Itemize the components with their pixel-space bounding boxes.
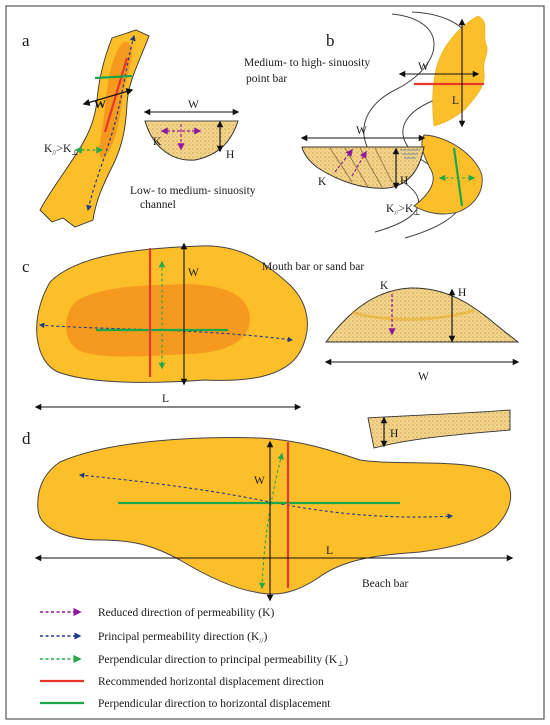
panel-b-anisotropy: K//>K⊥ <box>386 203 420 217</box>
panel-d-plan-w: W <box>254 475 265 487</box>
panel-c-section-w: W <box>418 371 429 383</box>
panel-c-section-k: K <box>380 280 389 292</box>
panel-a-section-w: W <box>188 99 199 111</box>
panel-d: d H W L Beach bar <box>22 409 514 602</box>
legend-text-recommended: Recommended horizontal displacement dire… <box>98 676 324 688</box>
panel-b-section-water <box>400 149 420 159</box>
legend-text-perpendicular-perm: Perpendicular direction to principal per… <box>98 654 348 668</box>
panel-a-section-h: H <box>226 149 234 161</box>
panel-c-caption: Mouth bar or sand bar <box>262 261 364 273</box>
panel-a-anisotropy: K//>K⊥ <box>44 143 78 157</box>
panel-b-letter: b <box>326 31 335 50</box>
panel-c-bar-core <box>66 284 250 357</box>
panel-a-w-label: W <box>94 97 106 111</box>
panel-b-plan-w: W <box>418 61 429 73</box>
legend-text-principal: Principal permeability direction (K//) <box>98 631 267 645</box>
panel-c-letter: c <box>22 257 30 276</box>
panel-a-caption-1: Low- to medium- sinuosity <box>130 185 256 197</box>
panel-c-section-layer <box>351 308 475 321</box>
legend: Reduced direction of permeability (K) Pr… <box>40 607 348 710</box>
legend-text-perpendicular-displacement: Perpendicular direction to horizontal di… <box>98 698 331 710</box>
legend-item-perpendicular-perm: Perpendicular direction to principal per… <box>40 654 348 668</box>
panel-c-plan-w: W <box>188 267 199 279</box>
legend-text-reduced: Reduced direction of permeability (K) <box>98 607 274 619</box>
panel-b-section-k: K <box>318 176 327 188</box>
panel-a-letter: a <box>22 31 30 50</box>
panel-a-perpendicular-line <box>94 74 133 80</box>
panel-d-plan-l: L <box>326 545 333 557</box>
panel-b: b W L K//>K⊥ Medium- to high- sinuosity … <box>244 11 488 239</box>
panel-a-principal-arrow <box>86 34 136 212</box>
panel-d-section-h: H <box>390 428 398 440</box>
panel-b-section-h: H <box>400 175 408 187</box>
panel-b-plan-l: L <box>452 95 459 107</box>
legend-item-principal: Principal permeability direction (K//) <box>40 631 267 645</box>
panel-c: c W L Mouth bar or sand bar K H W <box>22 242 520 411</box>
legend-item-reduced: Reduced direction of permeability (K) <box>40 607 274 619</box>
panel-d-letter: d <box>22 429 31 448</box>
panel-a-caption-2: channel <box>140 199 176 211</box>
panel-c-section-h: H <box>458 287 466 299</box>
panel-c-plan-l: L <box>162 393 169 405</box>
panel-d-caption: Beach bar <box>362 578 408 590</box>
legend-item-recommended: Recommended horizontal displacement dire… <box>40 676 324 688</box>
panel-b-section-accretion <box>329 147 393 188</box>
panel-b-lower-bar <box>413 134 483 215</box>
panel-d-cross-section <box>367 409 511 449</box>
panel-c-principal-arrow <box>38 322 294 343</box>
panel-b-caption-2: point bar <box>246 73 287 85</box>
panel-a-section-k: K <box>153 136 162 148</box>
panel-a: a W K//>K⊥ W K H Low- to medium- sinuosi… <box>22 29 256 228</box>
panel-b-section-w: W <box>356 125 367 137</box>
legend-item-perpendicular-displacement: Perpendicular direction to horizontal di… <box>40 698 331 710</box>
panel-a-width-arrow <box>82 88 134 106</box>
panel-b-caption-1: Medium- to high- sinuosity <box>244 57 370 69</box>
